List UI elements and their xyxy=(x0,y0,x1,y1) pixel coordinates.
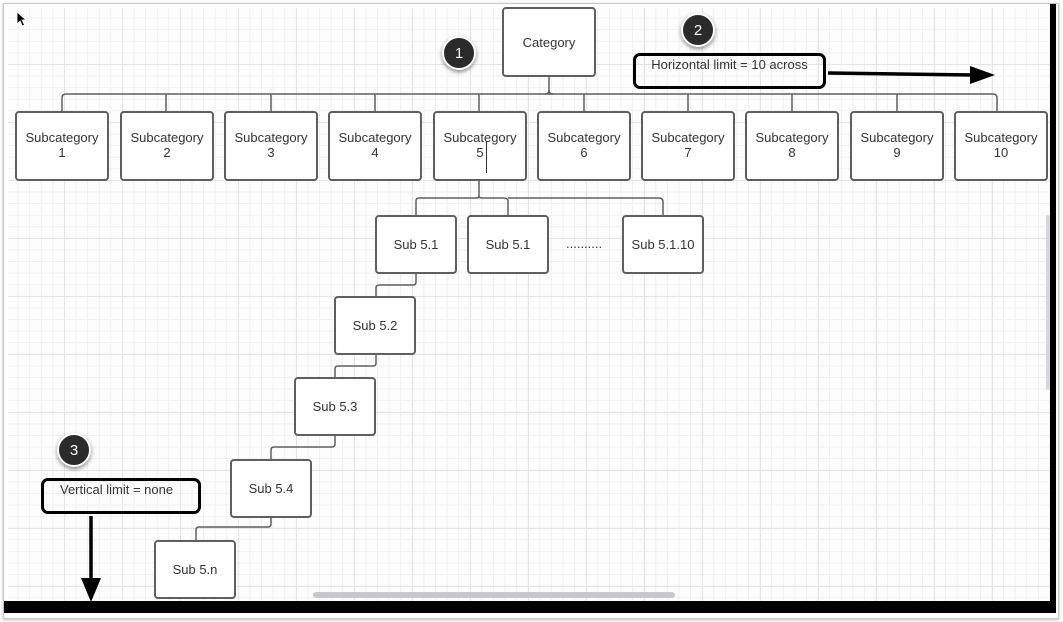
connector-5-3-to-5-4 xyxy=(270,436,336,459)
diagram-canvas[interactable] xyxy=(8,8,1054,605)
sub-node-label: Sub 5.n xyxy=(172,562,218,577)
category-label: Category xyxy=(522,34,576,50)
subcategory-number: 1 xyxy=(58,145,66,160)
subcategory-number: 5 xyxy=(476,145,484,160)
vertical-limit-text: Vertical limit = none xyxy=(60,482,174,497)
subcategory-label: Subcategory xyxy=(338,130,412,145)
horizontal-limit-arrow xyxy=(827,66,995,84)
sub-node-5-3[interactable]: Sub 5.3 xyxy=(294,377,376,436)
subcategory-label: Subcategory xyxy=(860,130,934,145)
subcategory-label: Subcategory xyxy=(755,130,829,145)
canvas-bottom-limit-bar xyxy=(4,601,1056,613)
vertical-limit-callout[interactable]: Vertical limit = none xyxy=(41,478,201,514)
sub-node-5-n[interactable]: Sub 5.n xyxy=(154,540,236,599)
subcategory-number: 7 xyxy=(684,145,692,160)
sub-node-label: Sub 5.1 xyxy=(393,237,439,252)
connector-sub5-children xyxy=(415,181,480,216)
vertical-limit-arrow xyxy=(81,516,101,602)
horizontal-limit-text: Horizontal limit = 10 across xyxy=(651,57,808,72)
sub-node-label: Sub 5.1 xyxy=(485,237,531,252)
sub-node-label: Sub 5.2 xyxy=(352,318,398,333)
subcategory-number: 10 xyxy=(993,145,1009,160)
sub-node-label: Sub 5.3 xyxy=(312,399,358,414)
sub-node-5-1[interactable]: Sub 5.1 xyxy=(375,215,457,274)
connector-5-2-to-5-3 xyxy=(334,354,377,378)
connector-5-1-to-5-2 xyxy=(375,273,417,297)
subcategory-number: 9 xyxy=(893,145,901,160)
text-caret xyxy=(486,141,487,173)
subcategory-label: Subcategory xyxy=(651,130,725,145)
connector-bus xyxy=(61,93,998,111)
step-marker-2: 2 xyxy=(681,13,715,47)
subcategory-label: Subcategory xyxy=(443,130,517,145)
vertical-scrollbar[interactable] xyxy=(1046,215,1050,390)
step-marker-number: 2 xyxy=(693,21,703,39)
connector-5-4-to-5-n xyxy=(195,517,272,540)
subcategory-number: 6 xyxy=(580,145,588,160)
subcategory-label: Subcategory xyxy=(234,130,308,145)
mouse-pointer-icon xyxy=(16,11,28,27)
canvas-right-limit-bar xyxy=(1050,4,1056,613)
subcategory-label: Subcategory xyxy=(25,130,99,145)
subcategory-number: 8 xyxy=(788,145,796,160)
subcategory-label: Subcategory xyxy=(964,130,1038,145)
diagram-window xyxy=(3,3,1059,619)
step-marker-number: 3 xyxy=(69,441,79,459)
connector-sub5-children-right xyxy=(478,195,664,216)
sub-node-label: Sub 5.4 xyxy=(248,481,294,496)
subcategory-number: 4 xyxy=(371,145,379,160)
category-node[interactable]: Category xyxy=(502,7,596,77)
step-marker-number: 1 xyxy=(454,44,464,62)
sub-node-5-2[interactable]: Sub 5.2 xyxy=(334,296,416,355)
horizontal-limit-callout[interactable]: Horizontal limit = 10 across xyxy=(633,53,826,89)
horizontal-scrollbar[interactable] xyxy=(313,592,675,598)
subcategory-label: Subcategory xyxy=(130,130,204,145)
ellipsis-text: .......... xyxy=(566,236,603,251)
sub-node-5-1-b[interactable]: Sub 5.1 xyxy=(467,215,549,274)
subcategory-number: 2 xyxy=(163,145,171,160)
step-marker-3: 3 xyxy=(57,433,91,467)
sub-node-label: Sub 5.1.10 xyxy=(631,237,695,252)
subcategory-number: 3 xyxy=(267,145,275,160)
step-marker-1: 1 xyxy=(442,36,476,70)
sub-node-5-4[interactable]: Sub 5.4 xyxy=(230,459,312,518)
sub-node-5-1-10[interactable]: Sub 5.1.10 xyxy=(622,215,704,274)
subcategory-label: Subcategory xyxy=(547,130,621,145)
